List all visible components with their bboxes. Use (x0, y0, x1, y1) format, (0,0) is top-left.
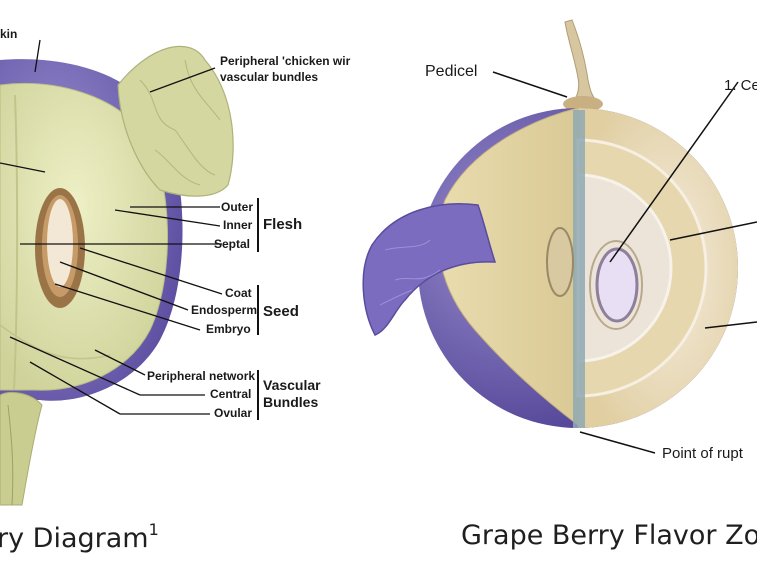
left-stalk-line (7, 404, 14, 506)
right-peel-flap-veins (379, 239, 441, 306)
left-caption-text: ry Diagram (0, 523, 149, 554)
label-vb-group-2: Bundles (263, 394, 318, 410)
label-peripheral-chicken-wire-1: Peripheral 'chicken wir (220, 54, 351, 68)
label-vb-central: Central (210, 387, 251, 401)
label-seed-endosperm: Endosperm (191, 303, 257, 317)
left-caption: ry Diagram1 (0, 520, 159, 554)
left-peripheral-network-line (0, 324, 111, 360)
right-pointer-lines (492, 71, 757, 454)
right-peel-flap (362, 203, 497, 336)
left-peel-flap (117, 45, 234, 197)
right-caption: Grape Berry Flavor Zor (461, 520, 757, 551)
label-seed-embryo: Embryo (206, 322, 251, 336)
label-flesh-outer: Outer (221, 200, 253, 214)
label-seed-group: Seed (263, 303, 299, 320)
left-caption-footnote: 1 (148, 520, 159, 539)
label-pedicel: Pedicel (425, 63, 477, 80)
left-flap-veins (139, 59, 221, 186)
label-skin: kin (0, 27, 17, 41)
right-pedicel-cap (563, 96, 603, 112)
label-flesh-group: Flesh (263, 216, 302, 233)
label-zone-1: 1. Ce (724, 77, 757, 94)
label-point-of-rupture: Point of rupt (662, 445, 744, 462)
label-flesh-inner: Inner (223, 218, 253, 232)
left-stalk (0, 392, 43, 506)
left-pointer-lines (0, 39, 223, 415)
right-stem (564, 19, 602, 105)
left-grape-diagram: kin Peripheral 'chicken wir vascular bun… (0, 27, 351, 506)
right-left-seed (546, 227, 574, 297)
left-seed-embryo (47, 199, 73, 287)
right-seed-outline (589, 240, 643, 330)
right-central-axis (573, 110, 585, 428)
right-seed (595, 247, 639, 323)
label-flesh-septal: Septal (214, 237, 250, 251)
label-vb-group-1: Vascular (263, 377, 321, 393)
label-peripheral-chicken-wire-2: vascular bundles (220, 70, 318, 84)
right-grape-diagram: Pedicel 1. Ce Point of rupt (362, 19, 757, 462)
label-vb-peripheral-network: Peripheral network (147, 369, 255, 383)
left-central-strand (13, 94, 19, 391)
right-caption-text: Grape Berry Flavor Zor (461, 520, 757, 551)
label-seed-coat: Coat (225, 286, 252, 300)
label-vb-ovular: Ovular (214, 406, 252, 420)
